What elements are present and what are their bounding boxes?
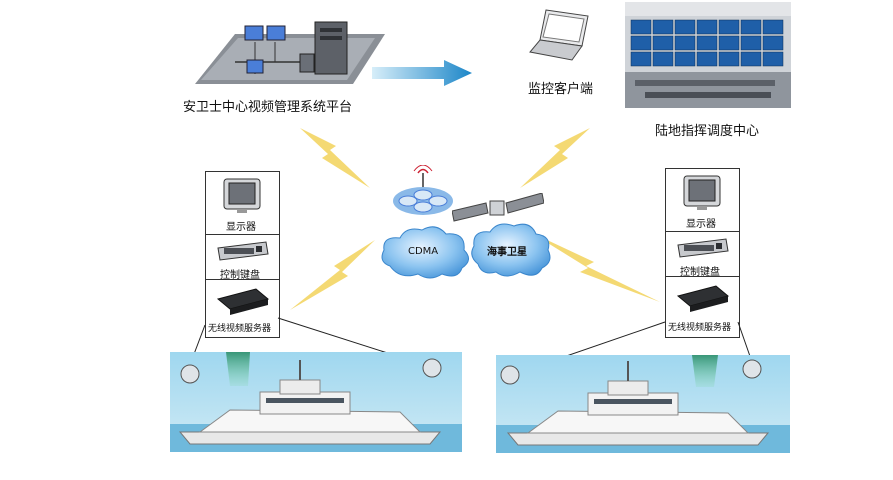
- monitor-icon: [683, 175, 721, 210]
- monitor-icon: [223, 178, 261, 213]
- left-server-box: 无线视频服务器: [206, 279, 279, 337]
- lightning-bolt-icon: [530, 232, 660, 302]
- platform-network-graphic: [195, 21, 385, 84]
- video-server-icon: [676, 285, 730, 312]
- left-keyboard-box: 控制键盘: [206, 234, 279, 281]
- left-keyboard-label: 控制键盘: [220, 270, 260, 281]
- video-server-icon: [216, 288, 270, 315]
- satellite-icon: [452, 193, 544, 222]
- left-server-label: 无线视频服务器: [208, 324, 272, 334]
- right-keyboard-label: 控制键盘: [680, 267, 720, 278]
- control-keyboard-icon: [677, 238, 729, 258]
- command-center-photo: [625, 2, 791, 108]
- right-server-label: 无线视频服务器: [668, 323, 732, 333]
- satellite-label: 海事卫星: [487, 247, 527, 258]
- lightning-bolt-icon: [300, 128, 370, 188]
- client-label: 监控客户端: [528, 82, 594, 97]
- right-ship-photo: [496, 355, 790, 453]
- left-monitor-box: 显示器: [206, 172, 279, 235]
- satellite-cloud: [471, 223, 551, 277]
- left-monitor-label: 显示器: [226, 222, 256, 233]
- right-monitor-box: 显示器: [666, 169, 739, 232]
- control-keyboard-icon: [217, 241, 269, 261]
- right-monitor-label: 显示器: [686, 219, 716, 230]
- lightning-bolt-icon: [520, 128, 590, 188]
- left-ship-photo: [170, 352, 462, 452]
- right-equipment-panel: 显示器 控制键盘 无线视频服务器: [665, 168, 740, 338]
- left-equipment-panel: 显示器 控制键盘 无线视频服务器: [205, 171, 280, 338]
- cdma-cloud: [381, 226, 469, 279]
- laptop-icon: [529, 9, 589, 61]
- right-keyboard-box: 控制键盘: [666, 231, 739, 278]
- platform-label: 安卫士中心视频管理系统平台: [183, 100, 353, 115]
- cdma-label: CDMA: [408, 246, 439, 257]
- data-flow-arrow: [372, 60, 472, 86]
- right-server-box: 无线视频服务器: [666, 276, 739, 337]
- antenna-tower-icon: [393, 165, 453, 215]
- command-center-label: 陆地指挥调度中心: [655, 124, 760, 139]
- lightning-bolt-icon: [290, 240, 375, 310]
